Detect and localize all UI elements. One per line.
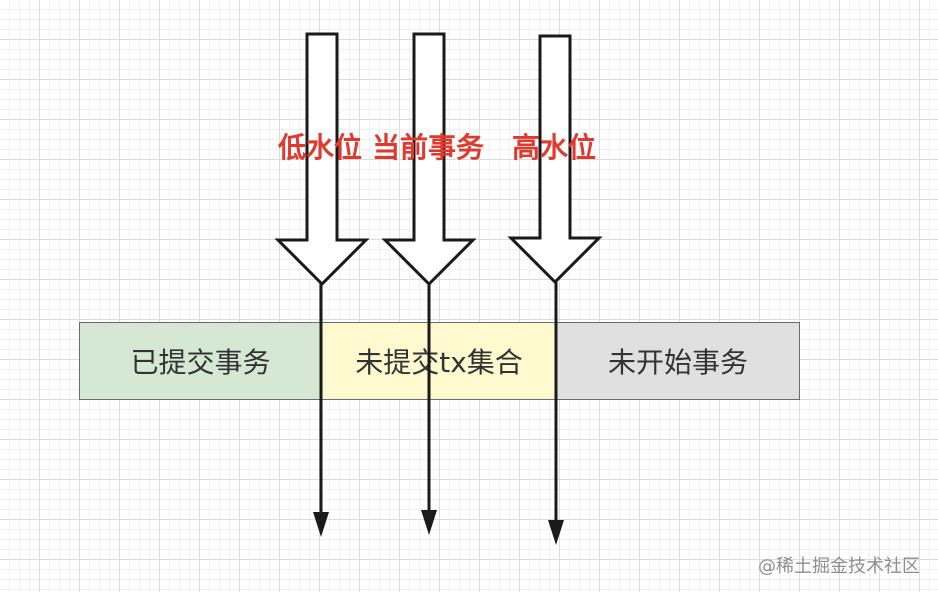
- current-transaction-hollow-arrow: [381, 32, 477, 287]
- current-transaction-label: 当前事务: [372, 131, 485, 164]
- uncommitted-tx-set-label: 未提交tx集合: [355, 346, 523, 379]
- low-watermark-line-arrowhead: [313, 512, 329, 537]
- not-started-transactions-label: 未开始事务: [607, 346, 748, 379]
- not-started-transactions-box: 未开始事务: [556, 322, 800, 400]
- low-watermark-label: 低水位: [278, 131, 363, 164]
- site-watermark: @稀土掘金技术社区: [758, 556, 920, 577]
- high-watermark-line-arrowhead: [548, 520, 564, 545]
- high-watermark-label: 高水位: [512, 131, 597, 164]
- committed-transactions-label: 已提交事务: [130, 346, 271, 379]
- current-transaction-line-arrowhead: [421, 510, 437, 535]
- low-watermark-hollow-arrow: [274, 32, 370, 287]
- high-watermark-hollow-arrow: [507, 34, 603, 285]
- uncommitted-tx-set-box: 未提交tx集合: [320, 322, 558, 400]
- committed-transactions-box: 已提交事务: [79, 322, 322, 400]
